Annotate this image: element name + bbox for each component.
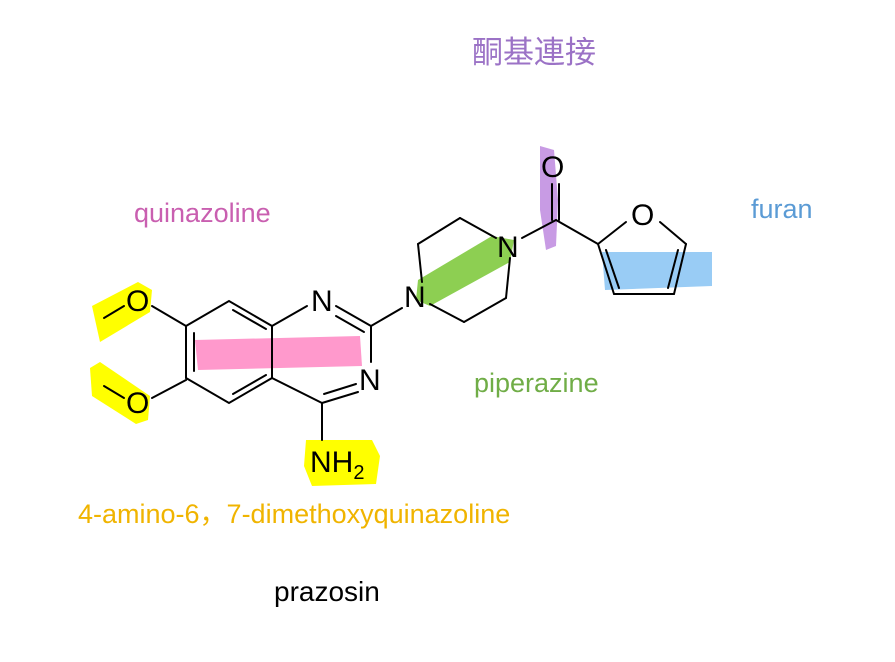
prazosin-label: prazosin	[274, 576, 380, 607]
bond-furan-5	[597, 243, 615, 295]
bond-methyl-upper	[103, 305, 125, 319]
ketone-link-label: 酮基連接	[472, 35, 596, 71]
atom-nitrogen-pip-left: N	[404, 281, 426, 314]
bond-benzene-inner-b	[232, 309, 267, 330]
bond-n3-c4-inner	[323, 383, 357, 395]
atom-oxygen-methoxy-upper: O	[126, 285, 149, 318]
bond-c8a-n1	[271, 305, 308, 327]
bond-benzene-inner-c	[232, 374, 267, 395]
quinazoline-label: quinazoline	[134, 198, 271, 228]
atom-layer: O O O N N N N O NH2	[126, 151, 654, 484]
atom-amine: NH2	[310, 446, 364, 484]
atom-oxygen-methoxy-lower: O	[126, 387, 149, 420]
bond-furan-inner-a	[605, 249, 620, 289]
bond-n1-c2	[335, 305, 372, 327]
bond-pip-5	[463, 297, 507, 323]
bond-furan-1	[597, 221, 627, 245]
furan-label: furan	[751, 194, 813, 224]
bond-furan-inner-b	[667, 249, 679, 289]
bond-layer	[103, 183, 687, 441]
bond-ome-upper-ring	[151, 305, 187, 327]
highlight-piperazine	[416, 236, 514, 306]
bond-pip-3	[459, 217, 497, 239]
atom-nitrogen-quin-upper: N	[311, 285, 333, 318]
amine-main: NH	[310, 446, 353, 479]
bond-furan-3	[673, 243, 687, 295]
bond-ome-lower-ring	[151, 379, 187, 399]
highlight-layer	[90, 146, 712, 486]
bond-carbonyl-furan	[555, 219, 599, 245]
amino-dimethoxyquinazoline-label: 4-amino-6，7-dimethoxyquinazoline	[78, 499, 511, 529]
bond-n3-c4	[321, 391, 359, 404]
highlight-carbonyl	[540, 146, 558, 250]
bond-n-carbonyl	[521, 219, 557, 239]
bond-furan-2	[659, 221, 687, 245]
bond-n1-c2-inner	[335, 315, 365, 333]
bond-c4-c4a	[271, 377, 323, 404]
atom-nitrogen-pip-right: N	[497, 231, 519, 264]
atom-nitrogen-quin-lower: N	[359, 364, 381, 397]
bond-c2-piperazine	[370, 307, 403, 327]
bond-pip-6	[429, 303, 465, 323]
highlight-amine	[304, 440, 380, 486]
piperazine-label: piperazine	[474, 368, 599, 398]
bond-pip-4	[505, 257, 511, 299]
highlight-furan	[602, 252, 712, 290]
highlight-methoxy-upper	[92, 282, 152, 342]
atom-oxygen-carbonyl: O	[541, 151, 564, 184]
bond-pip-2	[417, 217, 461, 245]
highlight-methoxy-lower	[90, 362, 150, 424]
amine-subscript: 2	[353, 462, 364, 484]
bond-methyl-lower	[103, 385, 125, 399]
highlight-quinazoline	[195, 336, 362, 370]
atom-oxygen-furan: O	[631, 199, 654, 232]
bond-pip-1	[417, 243, 423, 283]
